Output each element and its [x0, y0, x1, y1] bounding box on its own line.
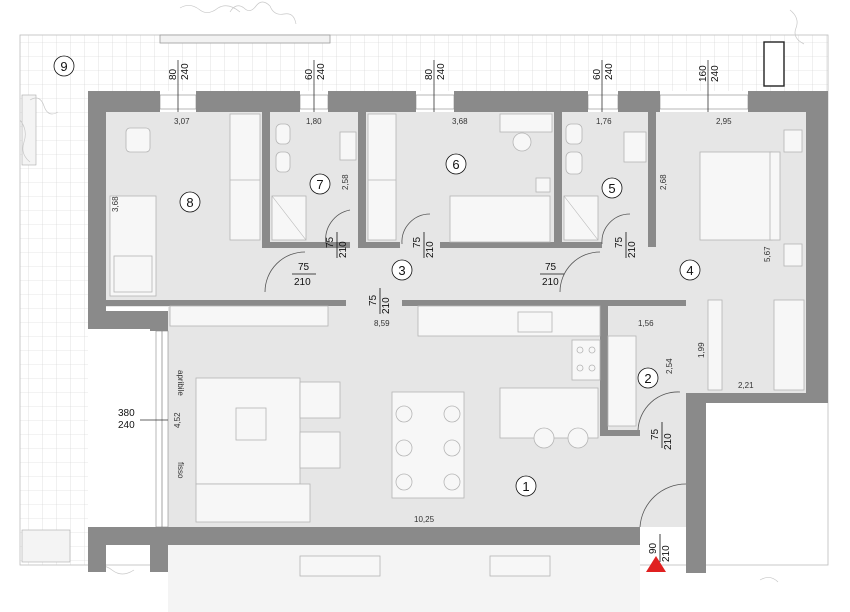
door-room5-side-width: 75: [545, 262, 557, 273]
planter-right: [763, 41, 785, 87]
foliage-decoration: [19, 1, 805, 583]
room-4-label: 4: [686, 263, 693, 278]
door-labels: 75 210 75 210 75 210 75 210 75 210 75 21…: [292, 232, 674, 562]
window-top-2: 60 240: [299, 60, 329, 112]
planter-top: [159, 34, 331, 44]
room-8-label: 8: [186, 195, 193, 210]
room-4-furniture: [699, 129, 805, 391]
door-hall-height: 210: [381, 297, 392, 314]
corridor-width-dim: 8,59: [374, 319, 390, 328]
room-1-label: 1: [522, 479, 529, 494]
door-room5-height: 210: [627, 241, 638, 258]
room6-width-dim: 3,68: [452, 117, 468, 126]
bathroom-7-fixtures: [271, 123, 357, 241]
adjacent-unit: [168, 545, 640, 612]
window-top-5: 160 240: [659, 60, 749, 112]
exterior-walls: [88, 91, 828, 573]
room-9-label: 9: [60, 59, 67, 74]
door-entrance-width: 90: [648, 542, 659, 554]
living-window-width: 380: [118, 408, 135, 419]
door-swings: [264, 209, 687, 528]
bathroom-5-fixtures: [563, 123, 647, 241]
window-openable-label: apribile: [176, 370, 185, 396]
room4-depth-a-dim: 2,68: [659, 174, 668, 190]
door-room2-height: 210: [663, 433, 674, 450]
door-room8-height: 210: [294, 277, 311, 288]
door-room6-width: 75: [412, 236, 423, 248]
window-4-width: 60: [592, 68, 603, 80]
living-depth-dim: 4,52: [173, 412, 182, 428]
door-room5-width: 75: [614, 236, 625, 248]
room5-width-dim: 1,76: [596, 117, 612, 126]
room4-width-dim: 2,95: [716, 117, 732, 126]
room8-depth-dim: 3,68: [111, 196, 120, 212]
room-2-label: 2: [644, 371, 651, 386]
room7-width-dim: 1,80: [306, 117, 322, 126]
window-5-width: 160: [698, 65, 709, 82]
entrance-arrow-icon: [646, 556, 666, 572]
planter-left: [21, 94, 37, 166]
room-5-label: 5: [608, 181, 615, 196]
door-room2-width: 75: [650, 428, 661, 440]
room4-depth-b-dim: 5,67: [763, 246, 772, 262]
window-top-3: 80 240: [415, 60, 455, 112]
door-room7-height: 210: [338, 241, 349, 258]
room-6-furniture: [367, 113, 553, 243]
window-1-height: 240: [180, 63, 191, 80]
room-7-label: 7: [316, 177, 323, 192]
room-8-furniture: [109, 113, 261, 297]
planter-bottom-left: [21, 529, 71, 563]
window-2-width: 60: [304, 68, 315, 80]
closet-width-dim: 2,21: [738, 381, 754, 390]
window-top-4: 60 240: [587, 60, 619, 112]
window-5-height: 240: [710, 65, 721, 82]
kitchen-furniture: [169, 305, 637, 523]
room7-depth-dim: 2,58: [341, 174, 350, 190]
room2-width-dim: 1,56: [638, 319, 654, 328]
window-3-width: 80: [424, 68, 435, 80]
window-top-1: 80 240: [159, 60, 197, 112]
door-room7-width: 75: [325, 236, 336, 248]
living-width-dim: 10,25: [414, 515, 435, 524]
window-1-width: 80: [168, 68, 179, 80]
closet-height-dim: 1,99: [697, 342, 706, 358]
terrace-top: [20, 35, 828, 91]
door-room8-width: 75: [298, 262, 310, 273]
room-6-label: 6: [452, 157, 459, 172]
door-room6-height: 210: [425, 241, 436, 258]
room2-depth-dim: 2,54: [665, 358, 674, 374]
window-2-height: 240: [316, 63, 327, 80]
window-3-height: 240: [436, 63, 447, 80]
window-fixed-label: fisso: [176, 462, 185, 479]
living-window-height: 240: [118, 420, 135, 431]
room-3-label: 3: [398, 263, 405, 278]
interior-walls: [106, 112, 686, 436]
room-labels: 1 2 3 4 5 6 7 8 9: [53, 55, 701, 497]
door-entrance-height: 210: [661, 545, 672, 562]
door-room5-side-height: 210: [542, 277, 559, 288]
room8-width-dim: 3,07: [174, 117, 190, 126]
living-window: 380 240 apribile fisso: [118, 330, 185, 528]
door-hall-width: 75: [368, 294, 379, 306]
window-4-height: 240: [604, 63, 615, 80]
room-dimensions: 3,07 3,68 1,80 2,58 3,68 1,76 2,95 2,68 …: [111, 117, 772, 524]
